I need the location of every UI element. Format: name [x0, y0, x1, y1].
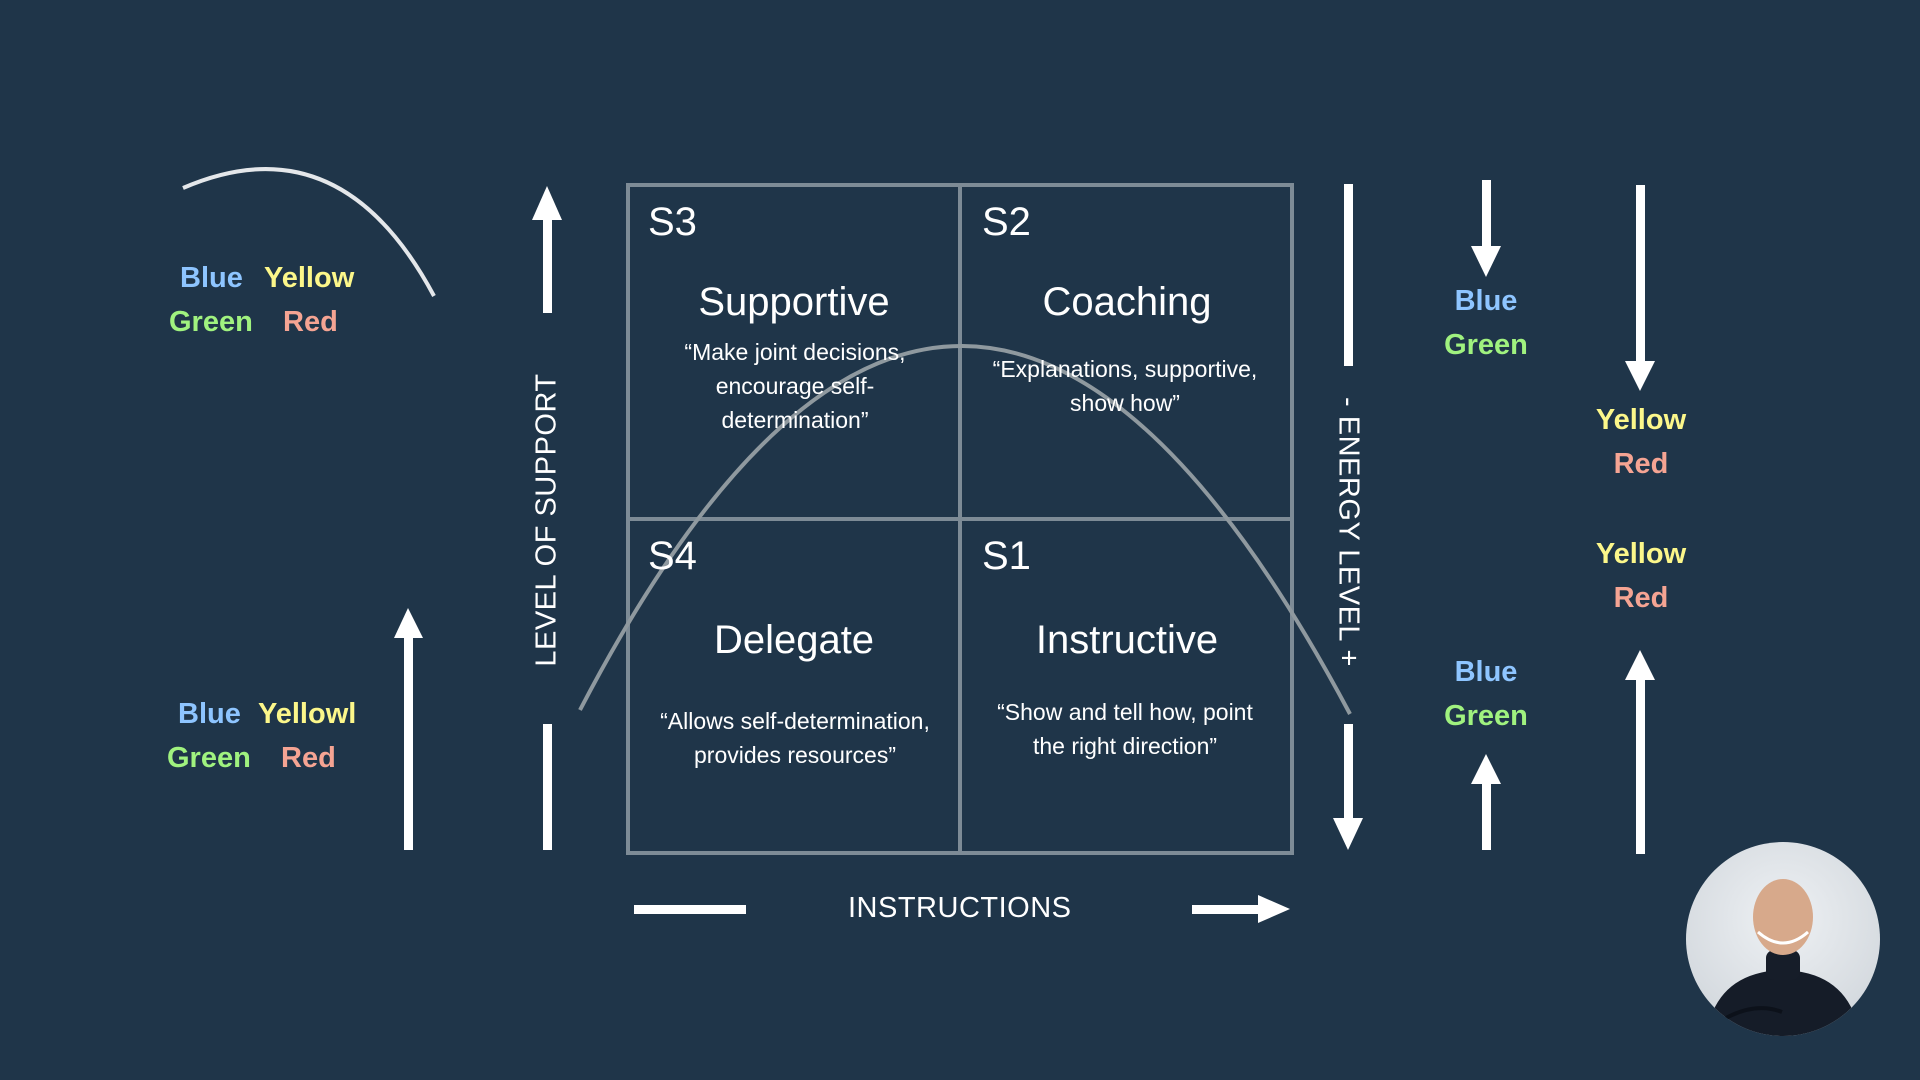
energy-axis-line-top: [1344, 184, 1353, 366]
quadrant-s4-quote: “Allows self-determination, provides res…: [660, 708, 930, 768]
support-axis-arrow-top: [532, 186, 562, 313]
quadrant-s1-id: S1: [982, 534, 1031, 578]
right-col2-top-yellow: Yellow: [1595, 404, 1687, 436]
top-left-arc: [182, 167, 436, 297]
right-col2-top-red: Red: [1613, 448, 1669, 480]
left-up-arrow: [394, 608, 423, 850]
right-col2-up-arrow: [1625, 650, 1655, 854]
avatar-figure: [1706, 879, 1860, 1036]
quadrant-s3-title: Supportive: [698, 280, 890, 324]
support-axis-line-bottom: [543, 724, 552, 850]
quadrant-s2-quote: “Explanations, supportive, show how”: [992, 356, 1258, 416]
quadrant-s4-id: S4: [648, 534, 697, 578]
quadrant-s1-quote: “Show and tell how, point the right dire…: [997, 699, 1253, 759]
left-group1-blue: Blue: [180, 262, 243, 294]
energy-axis-arrow-bottom: [1333, 724, 1363, 850]
left-group2-blue: Blue: [178, 698, 241, 730]
quadrant-s3-id: S3: [648, 200, 697, 244]
right-col2-down-arrow: [1625, 185, 1655, 391]
left-group2-green: Green: [167, 742, 251, 774]
right-col1-top-green: Green: [1444, 329, 1528, 361]
support-axis-label: LEVEL OF SUPPORT: [530, 373, 563, 667]
right-col1-down-arrow: [1471, 180, 1501, 277]
instructions-axis-line-left: [634, 905, 746, 914]
quadrant-s1-title: Instructive: [1035, 618, 1219, 662]
development-curve: [578, 344, 1352, 715]
quadrant-grid: [626, 183, 1294, 855]
left-group1-red: Red: [283, 306, 338, 338]
quadrant-s2-title: Coaching: [1042, 280, 1212, 324]
energy-axis-label: - ENERGY LEVEL +: [1332, 397, 1365, 667]
right-col2-bottom-yellow: Yellow: [1595, 538, 1687, 570]
left-group2-yellow: Yellowl: [258, 698, 357, 730]
right-col2-bottom-red: Red: [1613, 582, 1669, 614]
quadrant-s2-id: S2: [982, 200, 1031, 244]
quadrant-s4-title: Delegate: [713, 618, 875, 662]
left-group2-red: Red: [281, 742, 336, 774]
left-group1-yellow: Yellow: [264, 262, 355, 294]
right-col1-bottom-blue: Blue: [1454, 656, 1518, 688]
right-col1-bottom-green: Green: [1444, 700, 1528, 732]
right-col1-top-blue: Blue: [1454, 285, 1518, 317]
right-col1-up-arrow: [1471, 754, 1501, 850]
presenter-avatar-icon: [1686, 842, 1880, 1036]
left-group1-green: Green: [169, 306, 253, 338]
instructions-axis-label: INSTRUCTIONS: [848, 892, 1072, 924]
quadrant-s3-quote: “Make joint decisions, encourage self-de…: [684, 339, 906, 433]
instructions-axis-arrow: [1192, 895, 1290, 923]
